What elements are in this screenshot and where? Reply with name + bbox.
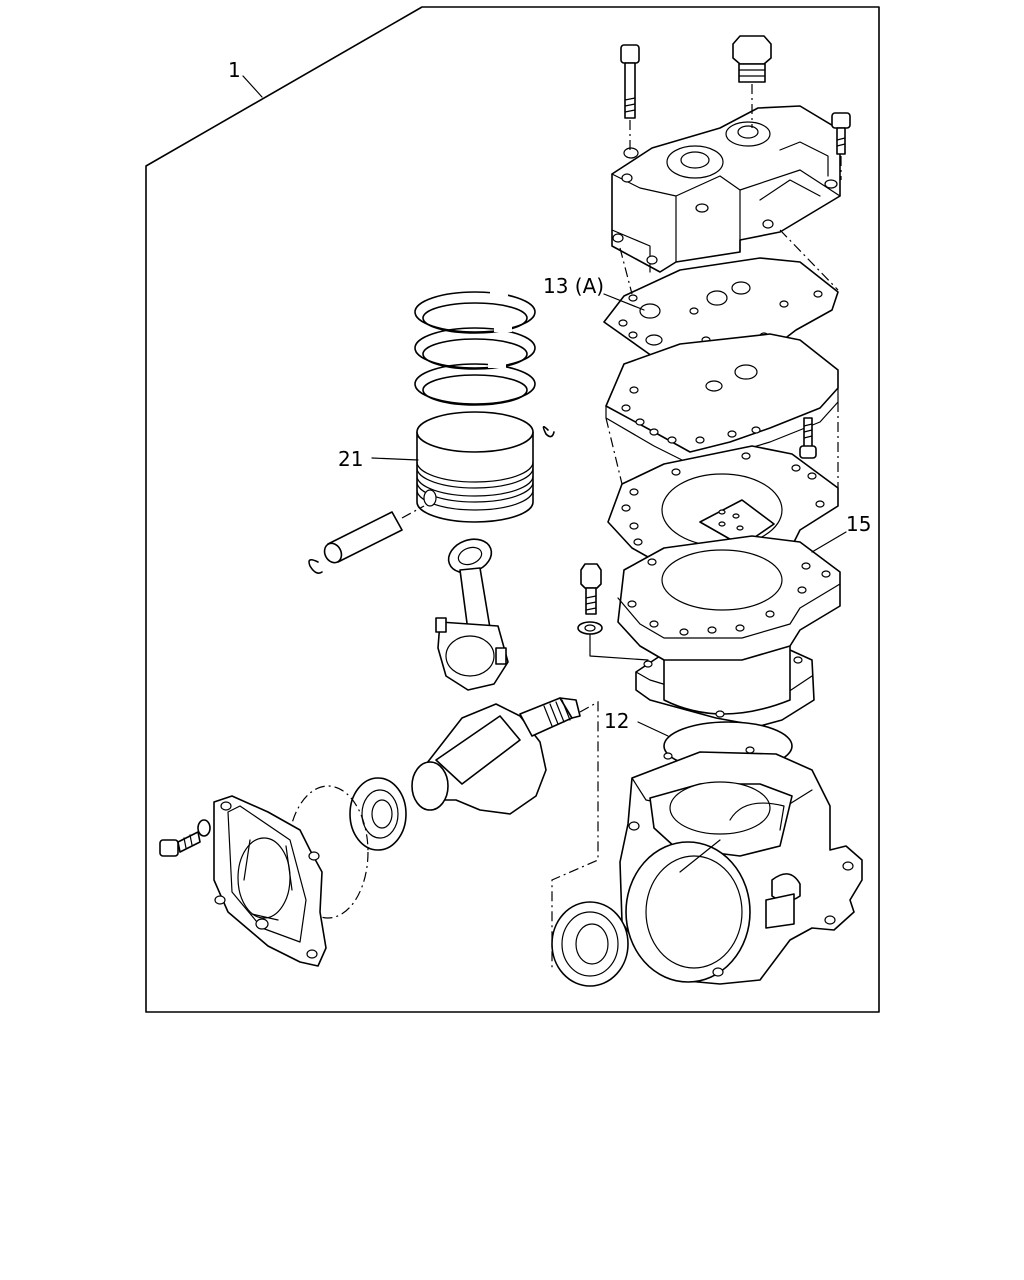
leader-gasket-cylinder xyxy=(811,531,847,553)
cylinder-head xyxy=(611,105,841,273)
valve-plate-screw xyxy=(799,417,817,459)
callout-gasket-cylinder: 15 xyxy=(846,512,871,536)
head-bolt-right xyxy=(831,112,851,180)
cylinder-block xyxy=(617,535,841,727)
circlip-right xyxy=(542,426,555,438)
dash-guide-2 xyxy=(779,229,839,291)
main-bearing-front xyxy=(349,777,407,851)
dash-guide-1 xyxy=(619,247,633,295)
head-bolt-left xyxy=(620,44,640,150)
crankshaft xyxy=(411,697,581,815)
valve-plate xyxy=(605,333,839,465)
piston xyxy=(416,411,534,523)
crankcase xyxy=(619,746,863,985)
head-bolt-fitting xyxy=(732,35,772,128)
callout-gasket-a: 13 (A) xyxy=(543,274,604,298)
dash-guide-3 xyxy=(605,417,623,485)
assembly-frame xyxy=(145,6,880,1013)
callout-o-ring: 12 xyxy=(604,709,629,733)
leader-gasket-a xyxy=(603,293,645,311)
connecting-rod xyxy=(435,538,509,691)
cylinder-bolt xyxy=(577,563,649,661)
leader-o-ring xyxy=(637,721,669,737)
callout-piston: 21 xyxy=(338,447,363,471)
main-bearing-rear xyxy=(551,901,629,987)
leader-assembly xyxy=(242,75,263,98)
piston-rings xyxy=(414,284,536,406)
piston-pin xyxy=(323,505,425,564)
circlip-left xyxy=(308,558,323,574)
front-cover-bolt xyxy=(159,819,211,857)
callout-assembly: 1 xyxy=(228,58,241,82)
front-cover xyxy=(213,795,327,967)
cylinder-gasket xyxy=(607,445,839,567)
leader-piston xyxy=(371,457,419,461)
